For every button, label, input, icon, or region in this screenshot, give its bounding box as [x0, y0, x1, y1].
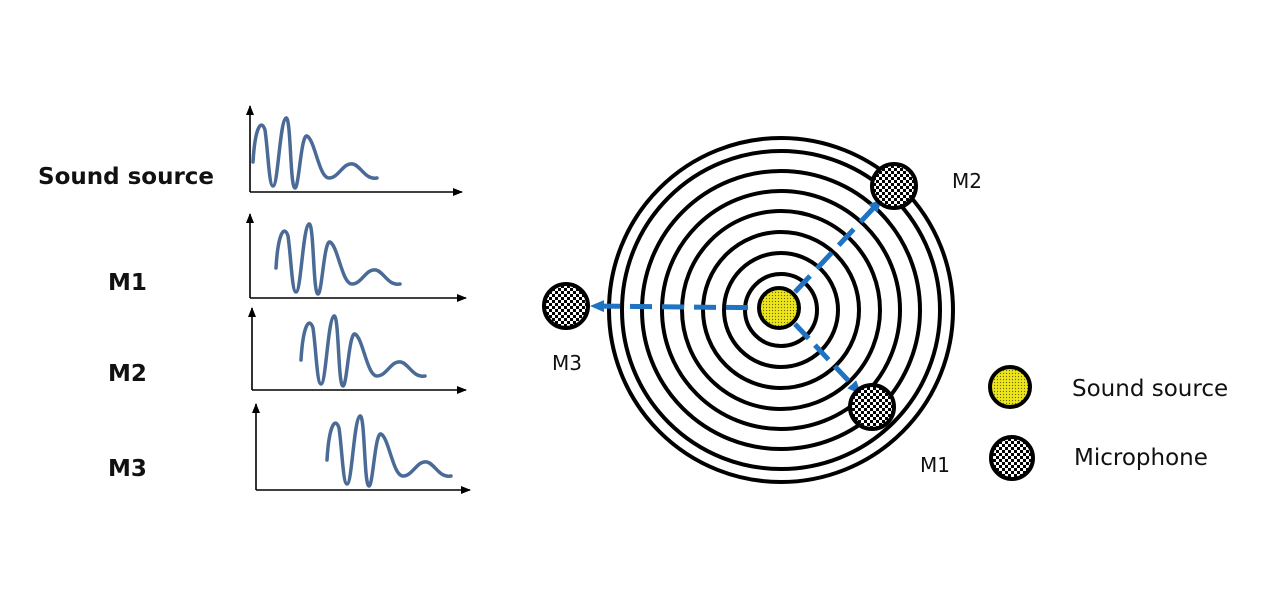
waveform-m3 [325, 414, 453, 488]
waveform-m2 [299, 314, 427, 388]
arrow-to-m1 [793, 322, 862, 395]
wavefront-ring [660, 189, 902, 431]
signal-panel-m1: M1 [108, 213, 467, 302]
waveform-source [251, 116, 379, 190]
signal-panel-m3: M3 [108, 403, 471, 494]
microphone-m2-icon [870, 162, 918, 210]
waveform-m1 [274, 222, 402, 296]
wavefront-rings [607, 136, 955, 484]
signal-label-source: Sound source [38, 164, 214, 190]
wavefront-ring [640, 169, 922, 451]
legend-source-label: Sound source [1072, 376, 1228, 402]
signal-label-m2: M2 [108, 361, 147, 387]
mic-label-m2: M2 [952, 169, 982, 193]
microphones: M2 M1 M3 [542, 162, 982, 477]
mic-label-m3: M3 [552, 351, 582, 375]
legend: Sound source Microphone [988, 365, 1228, 481]
waveform-panels: Sound source M1 M2 M3 [38, 105, 471, 494]
wavefront-ring-outer [607, 136, 955, 484]
legend-microphone-icon [989, 435, 1035, 481]
microphone-m1-icon [848, 383, 896, 431]
signal-panel-m2: M2 [108, 307, 467, 394]
arrow-to-m2 [793, 198, 883, 294]
signal-label-m1: M1 [108, 270, 147, 296]
signal-label-m3: M3 [108, 456, 147, 482]
wavefront-ring [722, 251, 840, 369]
legend-microphone-label: Microphone [1074, 445, 1208, 471]
propagation-arrows [590, 198, 883, 395]
wavefront-ring [680, 209, 882, 411]
mic-label-m1: M1 [920, 453, 950, 477]
wavefront-ring [701, 230, 861, 390]
sound-source-icon [757, 286, 801, 330]
legend-source-icon [988, 365, 1032, 409]
signal-panel-source: Sound source [38, 105, 463, 196]
wavefront-ring [620, 149, 942, 471]
microphone-m3-icon [542, 282, 590, 330]
